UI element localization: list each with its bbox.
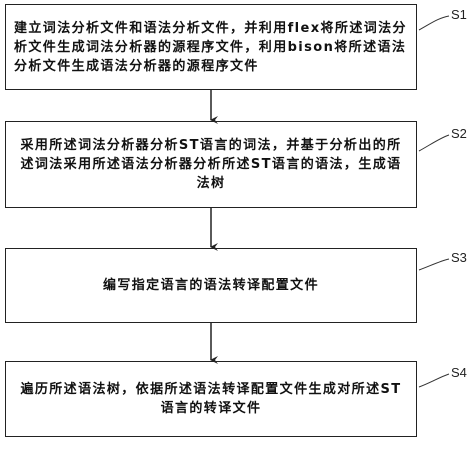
step-box-s2: 采用所述词法分析器分析ST语言的词法，并基于分析出的所述词法采用所述语法分析器分… bbox=[5, 121, 417, 208]
leader-line-s2 bbox=[418, 134, 450, 152]
step-box-s1: 建立词法分析文件和语法分析文件，并利用flex将所述词法分析文件生成词法分析器的… bbox=[5, 4, 417, 90]
leader-line-s4 bbox=[418, 373, 450, 388]
step-text-s1: 建立词法分析文件和语法分析文件，并利用flex将所述词法分析文件生成词法分析器的… bbox=[14, 20, 407, 74]
step-label-s4: S4 bbox=[451, 365, 467, 380]
step-text-s3: 编写指定语言的语法转译配置文件 bbox=[102, 278, 319, 293]
step-box-s3: 编写指定语言的语法转译配置文件 bbox=[5, 248, 417, 323]
step-box-s4: 遍历所述语法树，依据所述语法转译配置文件生成对所述ST语言的转译文件 bbox=[5, 361, 417, 437]
leader-line-s1 bbox=[418, 15, 450, 31]
leader-line-s3 bbox=[418, 258, 450, 271]
step-label-s3: S3 bbox=[451, 250, 467, 265]
step-text-s2: 采用所述词法分析器分析ST语言的词法，并基于分析出的所述词法采用所述语法分析器分… bbox=[20, 138, 402, 191]
step-label-s2: S2 bbox=[451, 126, 467, 141]
step-text-s4: 遍历所述语法树，依据所述语法转译配置文件生成对所述ST语言的转译文件 bbox=[20, 382, 402, 416]
step-label-s1: S1 bbox=[451, 7, 467, 22]
